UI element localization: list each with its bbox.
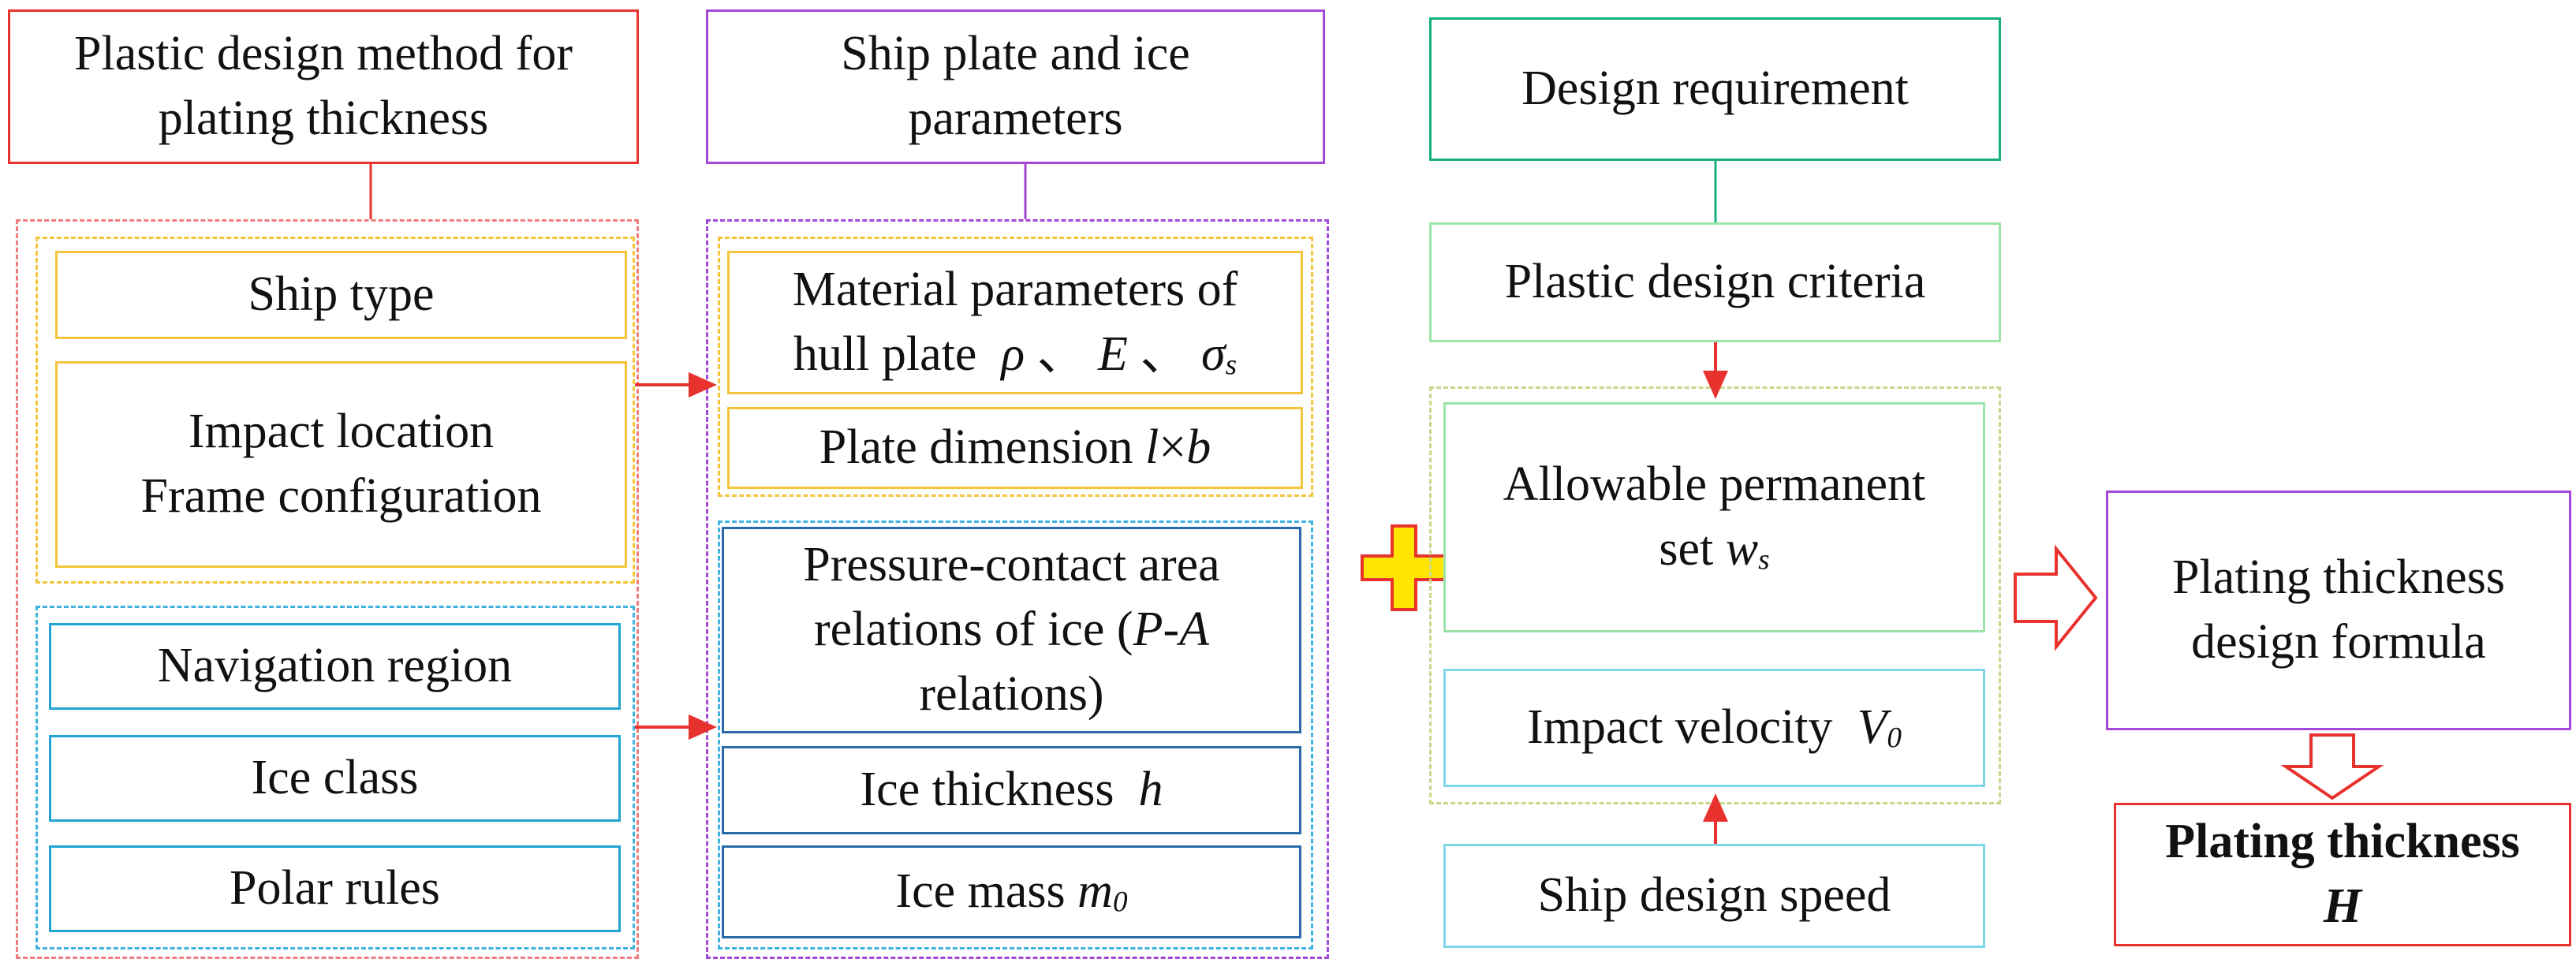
pa-symbol: P-A [1133,603,1209,657]
pressure-contact-line-1: Pressure-contact area [803,538,1220,592]
plastic-design-method-line-2: plating thickness [158,91,489,145]
ship-plate-params-line-2: parameters [908,91,1123,145]
ice-mass-line: Ice mass m0 [895,860,1127,924]
separator-2: 、 [1140,327,1189,381]
ice-thickness-prefix: Ice thickness [860,763,1114,817]
col2-ice-group [718,520,1313,949]
impact-velocity-line: Impact velocity V0 [1527,696,1902,760]
design-requirement-box: Design requirement [1429,17,2001,161]
pressure-contact-line-2: relations of ice (P-A [814,598,1209,662]
sigma-subscript: s [1225,349,1238,382]
design-formula-line-1: Plating thickness [2172,550,2505,605]
ice-thickness-line: Ice thickness h [861,758,1163,823]
plate-dimension-box: Plate dimension l×b [727,407,1303,489]
plating-thickness-result-symbol: H [2323,879,2362,933]
ship-design-speed-label: Ship design speed [1537,868,1891,923]
col1-navigation-group [35,606,635,949]
material-params-line-1: Material parameters of [792,263,1238,317]
ice-mass-prefix: Ice mass [895,864,1066,919]
impact-velocity-box: Impact velocity V0 [1443,669,1985,787]
separator-1: 、 [1036,327,1086,381]
h-symbol: h [1138,763,1163,817]
allowable-permanent-set-line-2: set ws [1659,517,1769,582]
material-params-line-2: hull plate ρ 、 E 、 σs [793,323,1237,387]
plastic-design-criteria-box: Plastic design criteria [1429,222,2001,342]
design-formula-box: Plating thickness design formula [2106,491,2571,730]
col1-outer-group [16,219,639,959]
ice-class-box: Ice class [49,735,621,822]
plastic-design-criteria-label: Plastic design criteria [1504,255,1926,309]
ship-type-label: Ship type [248,267,435,322]
polar-rules-box: Polar rules [49,845,621,932]
plastic-design-method-box: Plastic design method for plating thickn… [8,9,639,164]
polar-rules-label: Polar rules [230,861,440,916]
ice-class-label: Ice class [251,751,419,805]
w-subscript: s [1758,543,1770,576]
l-symbol: l [1145,420,1159,475]
plate-dimension-prefix: Plate dimension [819,420,1133,475]
plate-dimension-line: Plate dimension l×b [819,416,1211,480]
ship-plate-params-line-1: Ship plate and ice [841,27,1190,81]
v-symbol: V [1857,700,1887,755]
sigma-symbol: σ [1201,327,1226,381]
col2-material-group [718,237,1313,497]
ice-thickness-box: Ice thickness h [722,746,1301,834]
m-subscript: 0 [1112,886,1128,919]
times-symbol: × [1159,420,1187,475]
allowable-permanent-set-box: Allowable permanent set ws [1443,402,1985,632]
plating-thickness-result-line-1: Plating thickness [2165,815,2520,869]
impact-location-line-1: Impact location [188,405,495,459]
formula-hollow-arrow-icon [2014,544,2098,651]
navigation-region-label: Navigation region [157,639,513,693]
impact-velocity-prefix: Impact velocity [1527,700,1833,755]
result-hollow-arrow-icon [2280,733,2384,800]
pressure-contact-line-2-prefix: relations of ice ( [814,603,1133,657]
e-symbol: E [1098,327,1129,381]
rho-symbol: ρ [1001,327,1025,381]
plating-thickness-result-box: Plating thickness H [2114,803,2571,946]
ship-plate-params-box: Ship plate and ice parameters [706,9,1325,164]
impact-location-box: Impact location Frame configuration [55,361,627,568]
material-params-prefix: hull plate [793,327,977,381]
material-params-box: Material parameters of hull plate ρ 、 E … [727,251,1303,394]
m-symbol: m [1077,864,1113,919]
pressure-contact-line-3: relations) [919,666,1104,721]
impact-location-line-2: Frame configuration [140,469,542,523]
w-symbol: w [1725,522,1759,576]
design-formula-line-2: design formula [2191,615,2486,669]
ship-design-speed-box: Ship design speed [1443,844,1985,948]
allowable-permanent-set-line-1: Allowable permanent [1503,457,1926,512]
ice-mass-box: Ice mass m0 [722,845,1301,938]
v-subscript: 0 [1887,722,1902,755]
col2-outer-group [706,219,1329,959]
ship-type-box: Ship type [55,251,627,339]
pressure-contact-box: Pressure-contact area relations of ice (… [722,527,1301,733]
allowable-permanent-set-prefix: set [1659,522,1714,576]
design-requirement-label: Design requirement [1521,62,1909,116]
navigation-region-box: Navigation region [49,623,621,710]
b-symbol: b [1186,420,1211,475]
col1-ship-group [35,237,635,584]
plastic-design-method-line-1: Plastic design method for [74,27,573,81]
